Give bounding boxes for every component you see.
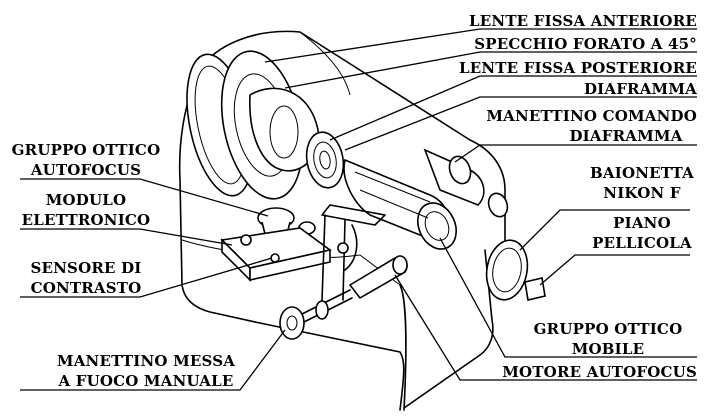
electronic-module [220, 227, 332, 282]
label-piano-line2: PELLICOLA [592, 234, 692, 252]
manual-focus-knob [279, 289, 353, 340]
label-gruppo-autofocus-line1: GRUPPO OTTICO [12, 141, 161, 159]
label-sensore-line2: CONTRASTO [31, 279, 142, 297]
label-diaframma: DIAFRAMMA [584, 80, 697, 98]
nikon-f-bayonet [485, 239, 529, 301]
leader-lines [20, 28, 697, 391]
label-gruppo-mobile-line1: GRUPPO OTTICO [534, 320, 683, 338]
label-specchio-forato: SPECCHIO FORATO A 45° [474, 35, 697, 53]
label-manettino-comando-line1: MANETTINO COMANDO [486, 107, 697, 125]
film-plane [524, 277, 546, 301]
label-motore-autofocus: MOTORE AUTOFOCUS [502, 363, 697, 381]
label-gruppo-mobile-line2: MOBILE [572, 340, 645, 358]
autofocus-motor [348, 255, 408, 300]
label-piano-line1: PIANO [613, 214, 671, 232]
label-manettino-comando-line2: DIAFRAMMA [569, 127, 682, 145]
mobile-optical-group [343, 158, 458, 250]
bracket-frame [321, 204, 386, 301]
label-baionetta-line2: NIKON F [603, 184, 681, 202]
label-lente-fissa-posteriore: LENTE FISSA POSTERIORE [459, 59, 697, 77]
label-modulo-line2: ELETTRONICO [22, 211, 151, 229]
label-manettino-messa-line2: A FUOCO MANUALE [57, 372, 233, 390]
label-modulo-line1: MODULO [46, 191, 127, 209]
label-sensore-line1: SENSORE DI [30, 259, 141, 277]
diaphragm-control-knob [423, 148, 509, 218]
label-manettino-messa-line1: MANETTINO MESSA [57, 352, 235, 370]
rear-fixed-lens [305, 131, 345, 189]
label-lente-fissa-anteriore: LENTE FISSA ANTERIORE [469, 12, 697, 30]
label-baionetta-line1: BAIONETTA [590, 164, 694, 182]
label-gruppo-autofocus-line2: AUTOFOCUS [30, 161, 141, 179]
